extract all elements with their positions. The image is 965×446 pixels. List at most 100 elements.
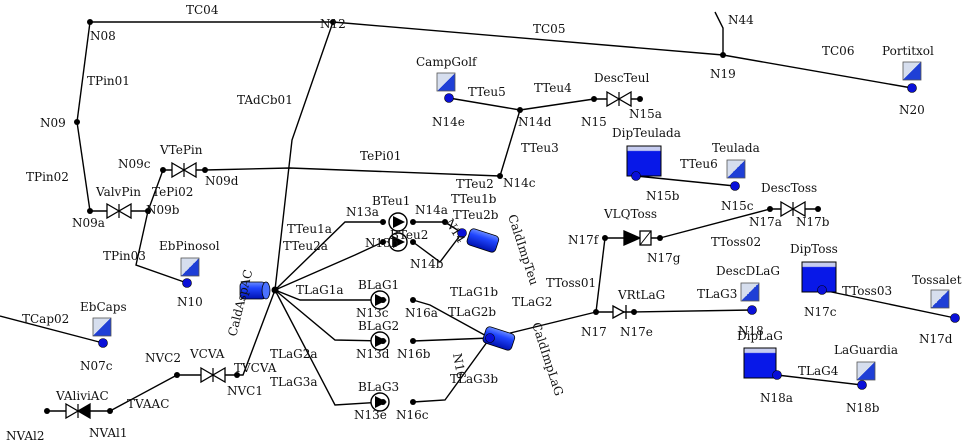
pipe-TToss02[interactable] [659, 208, 771, 239]
tank-icon[interactable] [626, 145, 662, 177]
pipe-TCap02[interactable] [0, 315, 104, 344]
pipe-TVAAC[interactable] [109, 374, 178, 412]
pump-icon[interactable] [388, 232, 408, 252]
demand-node[interactable] [772, 370, 782, 380]
junction-node[interactable] [593, 309, 599, 315]
pipe-TTeu5[interactable] [448, 97, 521, 111]
junction-node[interactable] [380, 297, 386, 303]
cylinder-tank-icon[interactable] [239, 281, 271, 300]
demand-node[interactable] [182, 278, 192, 288]
demand-node[interactable] [485, 333, 495, 343]
junction-node[interactable] [410, 297, 416, 303]
pipe-TLaG4[interactable] [776, 374, 863, 386]
demand-node[interactable] [907, 83, 917, 93]
pipe-TLaG3[interactable] [633, 309, 753, 313]
valve-icon[interactable] [171, 161, 197, 179]
junction-node[interactable] [202, 167, 208, 173]
pipe-TePi02[interactable] [147, 169, 164, 212]
reservoir-icon[interactable] [930, 289, 950, 309]
pipe-TToss01[interactable] [595, 237, 606, 313]
pipe-TLaG3b[interactable] [412, 337, 491, 403]
junction-node[interactable] [720, 52, 726, 58]
pipe-TTeu4[interactable] [519, 98, 595, 111]
pipe-TePi01[interactable] [204, 167, 501, 177]
pipe-TTeu2[interactable] [499, 109, 521, 177]
reservoir-icon[interactable] [856, 361, 876, 381]
valve-icon[interactable] [623, 230, 652, 246]
demand-node[interactable] [950, 313, 960, 323]
junction-node[interactable] [234, 372, 240, 378]
junction-node[interactable] [271, 286, 279, 294]
junction-node[interactable] [145, 208, 151, 214]
junction-node[interactable] [410, 338, 416, 344]
junction-node[interactable] [174, 372, 180, 378]
tank-icon[interactable] [743, 347, 777, 379]
junction-node[interactable] [767, 206, 773, 212]
junction-node[interactable] [657, 235, 663, 241]
pipe-TLaG3a[interactable] [274, 289, 384, 406]
junction-node[interactable] [410, 219, 416, 225]
junction-node[interactable] [637, 96, 643, 102]
junction-node[interactable] [87, 19, 93, 25]
valve-icon[interactable] [65, 402, 91, 420]
junction-node[interactable] [380, 338, 386, 344]
pipe-TLaG1b[interactable] [412, 299, 491, 339]
pipe-TC06[interactable] [722, 54, 913, 89]
pipe-TToss03[interactable] [821, 289, 956, 319]
demand-node[interactable] [817, 285, 827, 295]
junction-node[interactable] [631, 309, 637, 315]
reservoir-icon[interactable] [902, 61, 922, 81]
pipe-TPin01[interactable] [76, 21, 91, 123]
valve-icon[interactable] [106, 202, 132, 220]
pipe-TTeu2a[interactable] [274, 241, 384, 291]
junction-node[interactable] [517, 107, 523, 113]
pipe-TTeu2b[interactable] [412, 232, 463, 263]
reservoir-icon[interactable] [92, 317, 112, 337]
junction-node[interactable] [815, 206, 821, 212]
junction-node[interactable] [380, 399, 386, 405]
pipe-label: TC06 [822, 44, 854, 58]
junction-node[interactable] [87, 208, 93, 214]
pipe-TPin03[interactable] [135, 210, 188, 284]
junction-node[interactable] [74, 119, 80, 125]
pipe-TTeu6[interactable] [635, 175, 736, 187]
reservoir-icon[interactable] [740, 282, 760, 302]
pipe-TPin02[interactable] [76, 121, 91, 212]
pipe-N44[interactable] [714, 11, 724, 55]
junction-node[interactable] [497, 173, 503, 179]
reservoir-icon[interactable] [436, 72, 456, 92]
pipe-TLaG2b[interactable] [412, 337, 491, 342]
demand-node[interactable] [444, 93, 454, 103]
reservoir-icon[interactable] [726, 159, 746, 179]
junction-node[interactable] [410, 239, 416, 245]
cylinder-tank-icon[interactable] [482, 326, 516, 351]
demand-node[interactable] [857, 380, 867, 390]
pipe-TLaG1a[interactable] [274, 289, 383, 301]
junction-node[interactable] [442, 219, 448, 225]
demand-node[interactable] [631, 171, 641, 181]
pipe-TC05[interactable] [332, 21, 724, 56]
valve-icon[interactable] [612, 304, 627, 320]
demand-node[interactable] [730, 181, 740, 191]
demand-node[interactable] [457, 228, 467, 238]
pump-icon[interactable] [388, 212, 408, 232]
pipe-TAdCb01[interactable] [274, 21, 334, 291]
demand-node[interactable] [98, 338, 108, 348]
junction-node[interactable] [160, 167, 166, 173]
junction-node[interactable] [410, 399, 416, 405]
demand-node[interactable] [747, 305, 757, 315]
junction-node[interactable] [380, 239, 386, 245]
pipe-TTeu1a[interactable] [274, 221, 383, 291]
junction-node[interactable] [44, 408, 50, 414]
valve-icon[interactable] [780, 200, 806, 218]
valve-icon[interactable] [606, 90, 632, 108]
junction-node[interactable] [107, 408, 113, 414]
junction-node[interactable] [380, 219, 386, 225]
junction-node[interactable] [330, 19, 336, 25]
junction-node[interactable] [602, 235, 608, 241]
pipe-TLaG2a[interactable] [274, 289, 384, 342]
junction-node[interactable] [591, 96, 597, 102]
valve-icon[interactable] [200, 366, 226, 384]
reservoir-icon[interactable] [180, 257, 200, 277]
cylinder-tank-icon[interactable] [466, 228, 500, 253]
